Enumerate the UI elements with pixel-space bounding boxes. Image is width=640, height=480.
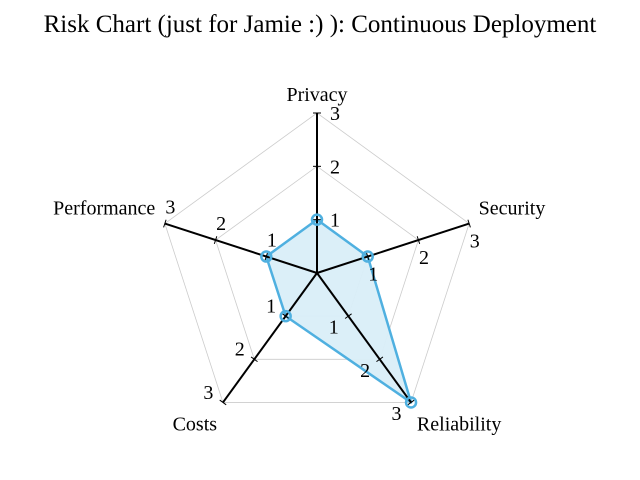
tick-mark-security-2	[416, 236, 421, 244]
tick-mark-reliability-1	[344, 313, 352, 319]
tick-mark-costs-1	[282, 313, 290, 319]
tick-label-security-1: 1	[368, 264, 378, 286]
marker-layer	[260, 213, 418, 409]
tick-mark-performance-2	[213, 236, 218, 244]
tick-label-performance-3: 3	[165, 196, 175, 218]
data-point-security	[361, 250, 374, 263]
axis-label-costs: Costs	[173, 414, 218, 436]
axis-line-reliability	[316, 272, 412, 404]
grid-ring-2	[215, 165, 419, 360]
tick-label-costs-2: 2	[235, 339, 245, 361]
tick-label-costs-3: 3	[203, 382, 213, 404]
axis-label-security: Security	[479, 197, 546, 219]
tick-label-performance-2: 2	[216, 213, 226, 235]
tick-mark-costs-2	[250, 356, 258, 363]
series-layer	[265, 218, 413, 404]
tick-mark-reliability-2	[376, 356, 384, 363]
grid-ring-3	[164, 112, 470, 403]
tick-label-privacy-3: 3	[330, 103, 340, 125]
axis-line-costs	[222, 272, 318, 404]
axis-layer	[163, 112, 471, 406]
tick-label-reliability-2: 2	[360, 360, 370, 382]
axis-line-performance	[164, 222, 318, 274]
chart-title: Risk Chart (just for Jamie :) ): Continu…	[43, 11, 597, 38]
axis-label-performance: Performance	[53, 197, 155, 219]
axis-label-reliability: Reliability	[417, 414, 501, 436]
label-layer: 123123123123123PrivacySecurityReliabilit…	[53, 84, 545, 436]
series-area-1	[265, 218, 413, 404]
tick-label-privacy-1: 1	[330, 210, 340, 232]
axis-line-security	[316, 222, 470, 274]
tick-label-reliability-1: 1	[329, 317, 339, 339]
data-point-costs	[279, 309, 292, 323]
tick-label-privacy-2: 2	[330, 156, 340, 178]
tick-label-costs-1: 1	[266, 296, 276, 318]
tick-mark-reliability-3	[407, 399, 415, 406]
data-point-reliability	[404, 396, 418, 409]
tick-label-security-2: 2	[419, 247, 429, 269]
tick-mark-costs-3	[219, 399, 227, 406]
tick-label-performance-1: 1	[267, 229, 277, 251]
tick-label-reliability-3: 3	[391, 403, 401, 425]
data-point-privacy	[310, 213, 324, 226]
tick-mark-performance-3	[163, 219, 167, 228]
tick-label-security-3: 3	[470, 231, 480, 253]
tick-mark-security-1	[366, 252, 370, 261]
axis-label-privacy: Privacy	[286, 84, 347, 106]
tick-mark-performance-1	[264, 252, 268, 261]
tick-mark-security-3	[467, 219, 471, 228]
data-point-performance	[260, 250, 273, 263]
